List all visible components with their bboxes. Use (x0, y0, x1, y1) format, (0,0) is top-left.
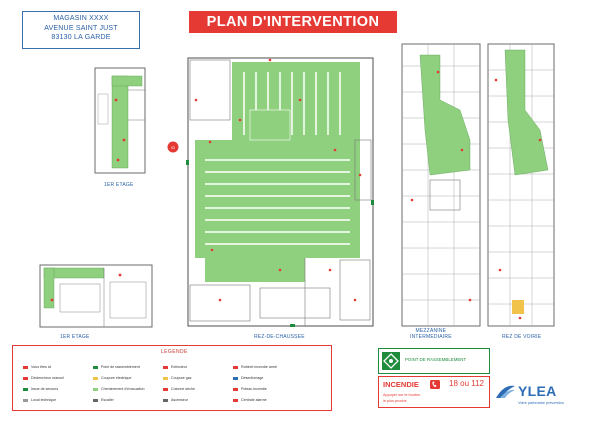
fire-box: INCENDIE 18 ou 112 Appuyer sur le bouton… (378, 376, 490, 408)
legend-swatch (23, 366, 28, 369)
legend-item: Poteau incendie (241, 387, 267, 391)
label-mezzanine-line1: MEZZANINE (415, 328, 447, 334)
assembly-box: POINT DE RASSEMBLEMENT (378, 348, 490, 374)
assembly-text: POINT DE RASSEMBLEMENT (405, 357, 467, 362)
legend-item: Robinet incendie armé (241, 365, 277, 369)
legend-swatch (23, 388, 28, 391)
legend-swatch (23, 377, 28, 380)
legend-item: Cheminement d'évacuation (101, 387, 145, 391)
svg-text:ICI: ICI (171, 146, 175, 150)
legend-item: Coupure gaz (171, 376, 192, 380)
legend-swatch (163, 377, 168, 380)
legend-item: Colonne sèche (171, 387, 195, 391)
page-title: PLAN D'INTERVENTION (189, 11, 397, 33)
label-ground-floor: REZ-DE-CHAUSSEE (254, 334, 305, 340)
legend-swatch (93, 388, 98, 391)
fire-label: INCENDIE (383, 380, 419, 389)
label-road-level: REZ DE VOIRIE (502, 334, 542, 340)
you-are-here-icon (167, 141, 179, 153)
legend-swatch (233, 388, 238, 391)
store-city: 83130 LA GARDE (51, 34, 111, 42)
legend-swatch (93, 399, 98, 402)
fire-instruction-2: le plus proche (383, 399, 407, 403)
store-name: MAGASIN XXXX (53, 15, 109, 22)
legend-swatch (233, 366, 238, 369)
legend-title: LEGENDE (161, 349, 188, 355)
phone-icon (430, 380, 440, 389)
plan-ground-floor (186, 57, 374, 327)
legend-item: Vous êtes ici (31, 365, 52, 369)
legend-item: Extincteur (171, 365, 187, 369)
legend-item: Désenfumage (241, 376, 264, 380)
legend-item: Local technique (31, 398, 57, 402)
plan-first-floor-top (94, 67, 146, 174)
legend-item: Coupure électrique (101, 376, 132, 380)
address-box: MAGASIN XXXX AVENUE SAINT JUST 83130 LA … (22, 11, 140, 49)
label-mezzanine-line2: INTERMEDIAIRE (410, 334, 452, 340)
label-mezzanine: MEZZANINE INTERMEDIAIRE (410, 328, 452, 340)
fire-instruction-1: Appuyer sur le bouton (383, 393, 421, 397)
plan-first-floor-bottom (39, 264, 153, 328)
legend-swatch (93, 366, 98, 369)
assembly-icon (382, 352, 400, 370)
fire-phone: 18 ou 112 (449, 379, 484, 388)
legend-box: LEGENDE Vous êtes ici Point de rassemble… (12, 345, 332, 411)
label-first-floor-bottom: 1ER ETAGE (60, 334, 90, 340)
legend-swatch (163, 366, 168, 369)
legend-swatch (163, 399, 168, 402)
legend-swatch (23, 399, 28, 402)
plan-road-level (487, 43, 555, 327)
legend-swatch (93, 377, 98, 380)
plan-mezzanine (401, 43, 481, 327)
legend-swatch (233, 399, 238, 402)
ylea-logo-icon (496, 385, 515, 398)
brand-name: YLEA (518, 383, 557, 399)
store-street: AVENUE SAINT JUST (44, 24, 118, 32)
legend-item: Point de rassemblement (101, 365, 140, 369)
legend-item: Déclencheur manuel (31, 376, 64, 380)
legend-swatch (163, 388, 168, 391)
legend-item: Escalier (101, 398, 114, 402)
brand-tagline: Votre partenaire prévention (518, 401, 564, 405)
legend-item: Issue de secours (31, 387, 59, 391)
legend-item: Centrale alarme (241, 398, 267, 402)
legend-item: Ascenseur (171, 398, 188, 402)
label-first-floor-top: 1ER ETAGE (104, 182, 134, 188)
legend-swatch (233, 377, 238, 380)
